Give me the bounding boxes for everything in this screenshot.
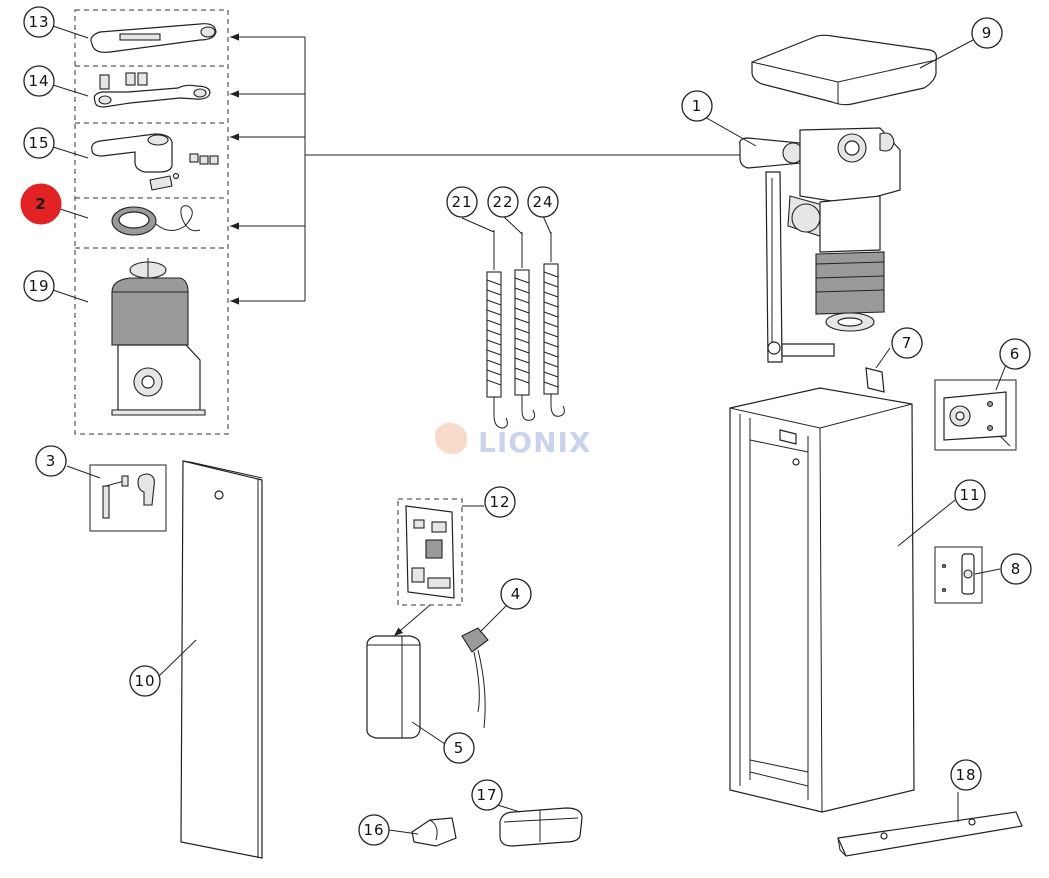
callout-9: 9 [971, 17, 1003, 49]
assembly-group-box [74, 9, 229, 435]
callout-7: 7 [891, 327, 923, 359]
callout-6: 6 [999, 338, 1031, 370]
part-7-tab [865, 367, 885, 393]
callout-9-text: 9 [982, 24, 993, 42]
part-15-crank [91, 133, 219, 191]
callout-1: 1 [681, 90, 713, 122]
callout-15: 15 [23, 127, 55, 159]
callout-16: 16 [358, 814, 390, 846]
callout-3-text: 3 [46, 452, 57, 470]
spring-22 [514, 232, 536, 421]
callout-12-text: 12 [489, 493, 510, 511]
assembly-arrows [230, 33, 745, 305]
callout-5-text: 5 [454, 739, 465, 757]
callout-18-text: 18 [955, 766, 976, 784]
callout-4: 4 [500, 578, 532, 610]
callout-22: 22 [487, 186, 519, 218]
callout-24: 24 [527, 186, 559, 218]
callout-11: 11 [954, 479, 986, 511]
part-5-battery [366, 635, 421, 739]
part-8-plate [934, 546, 983, 604]
callout-10: 10 [129, 665, 161, 697]
callout-14: 14 [23, 65, 55, 97]
part-14-linkage-rod [93, 72, 211, 108]
callout-11-text: 11 [959, 486, 980, 504]
callout-1-text: 1 [692, 97, 703, 115]
callout-17-text: 17 [476, 786, 497, 804]
callout-19: 19 [23, 270, 55, 302]
callout-16-text: 16 [363, 821, 384, 839]
callout-17: 17 [471, 779, 503, 811]
callout-6-text: 6 [1010, 345, 1021, 363]
callout-19-text: 19 [28, 277, 49, 295]
part-6-bracket [934, 379, 1017, 451]
callout-13-text: 13 [28, 13, 49, 31]
callout-24-text: 24 [532, 193, 553, 211]
callout-2-highlighted: 2 [20, 183, 62, 225]
watermark: LIONIX [435, 422, 592, 459]
callout-8: 8 [1000, 553, 1032, 585]
part-11-housing-frame [729, 387, 915, 813]
callout-3: 3 [35, 445, 67, 477]
part-17-tray [499, 807, 583, 847]
leader-lines [52, 25, 1008, 835]
part-10-door-panel [180, 460, 263, 859]
callout-7-text: 7 [902, 334, 913, 352]
watermark-text: LIONIX [478, 426, 592, 459]
part-2-ring-cable [111, 205, 201, 236]
callout-8-text: 8 [1011, 560, 1022, 578]
callout-21-text: 21 [451, 193, 472, 211]
part-4-sensor [461, 627, 489, 729]
spring-21 [486, 230, 508, 429]
part-9-top-cover [751, 34, 937, 106]
callout-2-text: 2 [35, 195, 46, 213]
part-16-clip [411, 817, 457, 847]
callout-13: 13 [23, 6, 55, 38]
part-18-base-bar [837, 811, 1023, 857]
callout-4-text: 4 [511, 585, 522, 603]
callout-5: 5 [443, 732, 475, 764]
part-13-lever-arm [90, 23, 217, 53]
callout-15-text: 15 [28, 134, 49, 152]
springs-group [486, 230, 565, 429]
part-12-control-board [393, 498, 463, 637]
callout-14-text: 14 [28, 72, 49, 90]
callout-18: 18 [950, 759, 982, 791]
callout-21: 21 [446, 186, 478, 218]
part-1-drive-assembly [739, 127, 901, 363]
callout-12: 12 [484, 486, 516, 518]
callout-22-text: 22 [492, 193, 513, 211]
part-19-gear-motor [111, 258, 206, 416]
callout-10-text: 10 [134, 672, 155, 690]
part-3-lock-key [89, 464, 167, 532]
spring-24 [543, 232, 565, 417]
